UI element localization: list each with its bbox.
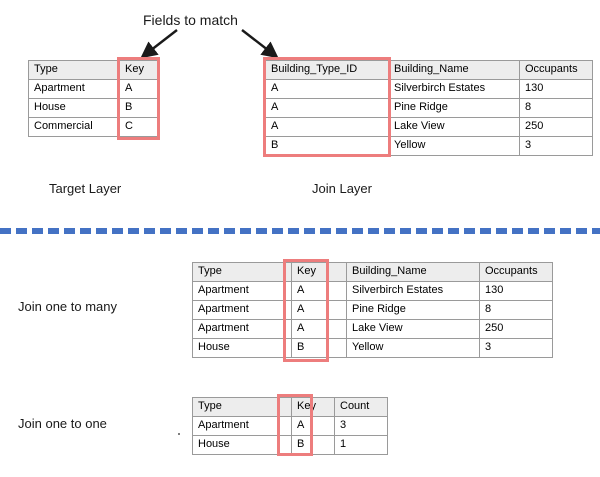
cell: Yellow bbox=[346, 338, 480, 358]
cell: A bbox=[119, 79, 159, 99]
cell: A bbox=[265, 79, 389, 99]
cell: A bbox=[291, 319, 347, 339]
cell: A bbox=[265, 98, 389, 118]
table-row: A Lake View 250 bbox=[265, 117, 593, 137]
column-header: Key bbox=[291, 397, 335, 417]
cell: 8 bbox=[479, 300, 553, 320]
cell: B bbox=[291, 435, 335, 455]
join-one-to-one-label: Join one to one bbox=[18, 416, 107, 431]
table-row: Apartment A bbox=[28, 79, 159, 99]
cell: House bbox=[28, 98, 120, 118]
table-row: A Silverbirch Estates 130 bbox=[265, 79, 593, 99]
section-divider bbox=[0, 228, 600, 234]
fields-to-match-label: Fields to match bbox=[143, 12, 238, 28]
cell: 250 bbox=[519, 117, 593, 137]
column-header: Building_Name bbox=[346, 262, 480, 282]
column-header: Building_Type_ID bbox=[265, 60, 389, 80]
table-row: House B 1 bbox=[192, 435, 388, 455]
cell: Yellow bbox=[388, 136, 520, 156]
cell: B bbox=[119, 98, 159, 118]
cell: Commercial bbox=[28, 117, 120, 137]
cell: Apartment bbox=[192, 300, 292, 320]
cell: 3 bbox=[479, 338, 553, 358]
cell: Apartment bbox=[192, 319, 292, 339]
join-layer-table: Building_Type_ID Building_Name Occupants… bbox=[265, 60, 593, 156]
table-row: House B bbox=[28, 98, 159, 118]
stray-dot-mark bbox=[178, 433, 180, 435]
cell: 3 bbox=[519, 136, 593, 156]
table-header-row: Building_Type_ID Building_Name Occupants bbox=[265, 60, 593, 80]
cell: Lake View bbox=[346, 319, 480, 339]
column-header: Key bbox=[291, 262, 347, 282]
column-header: Type bbox=[28, 60, 120, 80]
cell: 250 bbox=[479, 319, 553, 339]
cell: Pine Ridge bbox=[346, 300, 480, 320]
table-row: Commercial C bbox=[28, 117, 159, 137]
join-one-to-many-table: Type Key Building_Name Occupants Apartme… bbox=[192, 262, 553, 358]
cell: A bbox=[291, 300, 347, 320]
cell: A bbox=[291, 416, 335, 436]
target-layer-table: Type Key Apartment A House B Commercial … bbox=[28, 60, 159, 137]
cell: A bbox=[291, 281, 347, 301]
table-row: Apartment A Silverbirch Estates 130 bbox=[192, 281, 553, 301]
table-row: House B Yellow 3 bbox=[192, 338, 553, 358]
table-header-row: Type Key Building_Name Occupants bbox=[192, 262, 553, 282]
cell: B bbox=[291, 338, 347, 358]
cell: Pine Ridge bbox=[388, 98, 520, 118]
column-header: Count bbox=[334, 397, 388, 417]
cell: Apartment bbox=[192, 416, 292, 436]
target-layer-caption: Target Layer bbox=[49, 181, 122, 196]
table-row: Apartment A 3 bbox=[192, 416, 388, 436]
column-header: Occupants bbox=[519, 60, 593, 80]
cell: A bbox=[265, 117, 389, 137]
column-header: Key bbox=[119, 60, 159, 80]
cell: House bbox=[192, 338, 292, 358]
cell: 3 bbox=[334, 416, 388, 436]
arrow-down-left-icon bbox=[140, 29, 178, 59]
table-row: Apartment A Pine Ridge 8 bbox=[192, 300, 553, 320]
cell: Lake View bbox=[388, 117, 520, 137]
table-row: B Yellow 3 bbox=[265, 136, 593, 156]
cell: Apartment bbox=[192, 281, 292, 301]
cell: C bbox=[119, 117, 159, 137]
join-layer-caption: Join Layer bbox=[312, 181, 372, 196]
cell: 1 bbox=[334, 435, 388, 455]
column-header: Type bbox=[192, 397, 292, 417]
join-one-to-one-table: Type Key Count Apartment A 3 House B 1 bbox=[192, 397, 388, 455]
cell: 130 bbox=[479, 281, 553, 301]
table-row: Apartment A Lake View 250 bbox=[192, 319, 553, 339]
column-header: Occupants bbox=[479, 262, 553, 282]
cell: Apartment bbox=[28, 79, 120, 99]
column-header: Building_Name bbox=[388, 60, 520, 80]
cell: House bbox=[192, 435, 292, 455]
cell: Silverbirch Estates bbox=[388, 79, 520, 99]
cell: 8 bbox=[519, 98, 593, 118]
join-one-to-many-label: Join one to many bbox=[18, 299, 118, 314]
table-row: A Pine Ridge 8 bbox=[265, 98, 593, 118]
table-header-row: Type Key bbox=[28, 60, 159, 80]
cell: 130 bbox=[519, 79, 593, 99]
table-header-row: Type Key Count bbox=[192, 397, 388, 417]
cell: B bbox=[265, 136, 389, 156]
arrow-down-right-icon bbox=[241, 29, 279, 59]
cell: Silverbirch Estates bbox=[346, 281, 480, 301]
column-header: Type bbox=[192, 262, 292, 282]
